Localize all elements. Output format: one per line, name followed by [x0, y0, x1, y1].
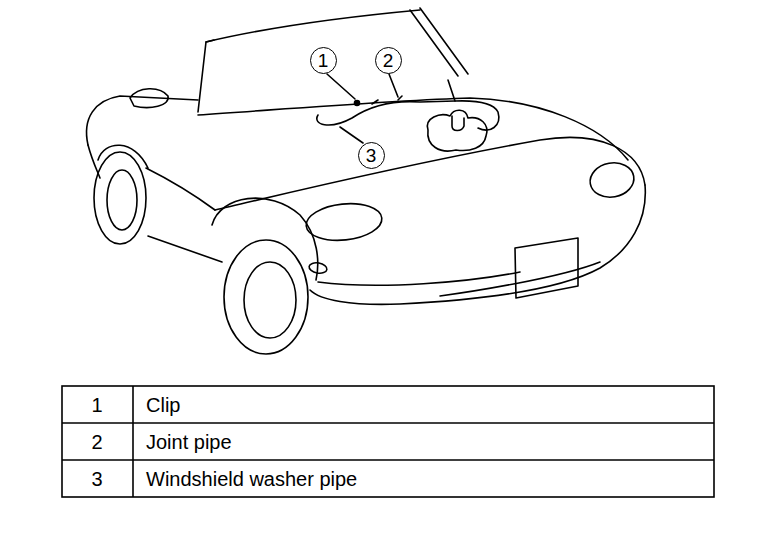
- washer-tank: [452, 116, 464, 131]
- rear-wheel: [94, 152, 146, 244]
- callout-circle: 3: [358, 142, 385, 169]
- front-wheel: [244, 262, 296, 338]
- headlight: [304, 200, 383, 244]
- table-border: [62, 386, 714, 497]
- body-outline: [146, 168, 215, 210]
- part-name: Joint pipe: [146, 431, 232, 453]
- body-outline: [148, 236, 222, 262]
- table-rule: [62, 422, 714, 424]
- table-number: 1: [91, 394, 102, 416]
- windshield-frame: [198, 10, 420, 112]
- rear-wheel: [107, 170, 137, 230]
- body-outline: [87, 96, 198, 145]
- part-name: Windshield washer pipe: [146, 468, 357, 490]
- washer-hose: [317, 101, 499, 130]
- leader-line: [389, 74, 398, 97]
- washer-hose: [448, 80, 455, 101]
- table-rule: [132, 386, 134, 497]
- callout-circle: 2: [375, 47, 402, 74]
- body-outline: [310, 185, 645, 304]
- front-wheel: [224, 240, 308, 354]
- windshield-edge: [420, 8, 468, 74]
- callout-circle: 1: [310, 47, 337, 74]
- callout-number: 2: [383, 51, 394, 70]
- rear-wheel-arch: [98, 145, 148, 168]
- table-rule: [62, 459, 714, 461]
- washer-tank: [427, 110, 487, 151]
- hood-line: [198, 98, 628, 160]
- headlight: [587, 159, 636, 200]
- body-outline: [215, 137, 645, 210]
- windshield-edge: [410, 10, 458, 76]
- callout-number: 1: [318, 51, 329, 70]
- license-plate: [515, 238, 578, 298]
- bumper-line: [318, 272, 520, 285]
- part-name: Clip: [146, 394, 180, 416]
- callout-number: 3: [366, 146, 377, 165]
- table-number: 2: [91, 431, 102, 453]
- turn-signal: [308, 262, 327, 275]
- leader-line: [327, 74, 355, 99]
- leader-line: [340, 127, 363, 143]
- mirror: [130, 89, 168, 108]
- grille: [440, 262, 600, 296]
- clip: [355, 101, 360, 106]
- table-number: 3: [91, 468, 102, 490]
- windshield-frame: [206, 40, 214, 42]
